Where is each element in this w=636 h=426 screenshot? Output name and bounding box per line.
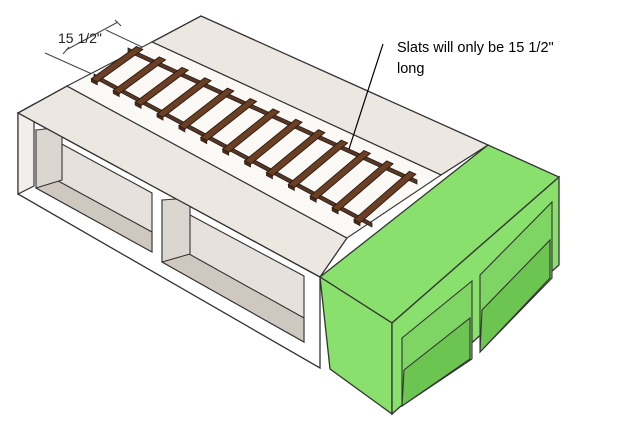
slat-edge xyxy=(331,207,339,215)
slat-edge xyxy=(266,172,273,180)
slat-edge xyxy=(200,136,208,145)
slats-group xyxy=(90,46,418,228)
slat-edge xyxy=(353,219,361,227)
slat-edge xyxy=(222,148,230,156)
slat-edge xyxy=(156,113,164,121)
callout-leader-line xyxy=(348,43,384,150)
cubby-openings xyxy=(35,126,305,343)
slat-edge xyxy=(178,125,186,133)
slat-edge xyxy=(309,195,317,203)
slat-edge xyxy=(244,160,251,168)
slat-edge xyxy=(134,101,142,110)
callout-text-line1: Slats will only be 15 1/2" xyxy=(397,40,554,56)
callout-text-line2: long xyxy=(397,61,425,77)
slat-edge xyxy=(112,89,120,98)
dimension-lines xyxy=(44,19,143,75)
slat-edge xyxy=(90,78,98,86)
slat-edge xyxy=(287,183,295,192)
green-box-cubbies xyxy=(401,200,553,408)
dimension-label: 15 1/2" xyxy=(58,30,102,46)
